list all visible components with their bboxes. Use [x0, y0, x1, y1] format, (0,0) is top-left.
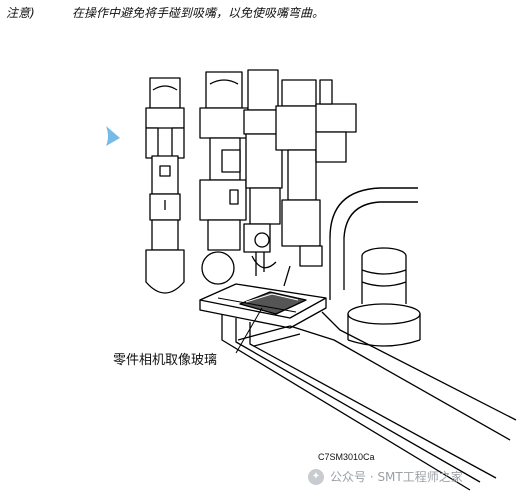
tube-and-cylinder	[329, 187, 421, 347]
note-label: 注意)	[6, 6, 35, 20]
camera-glass-callout: 零件相机取像玻璃	[112, 349, 219, 368]
cursor-pointer-icon	[106, 126, 120, 146]
wechat-official-account-icon: ✦	[308, 468, 324, 485]
middle-left-assembly	[199, 71, 249, 285]
callout-leader-line	[235, 307, 263, 354]
note-text: 在操作中避免将手碰到吸嘴，以免使吸嘴弯曲。	[72, 6, 325, 20]
center-assembly	[243, 69, 285, 276]
camera-glass-plate	[199, 283, 327, 329]
figure-code: C7SM3010Ca	[318, 452, 375, 462]
left-nozzle-assembly	[145, 77, 185, 294]
watermark: ✦ 公众号 · SMT工程师之家	[308, 468, 463, 485]
base-rails	[221, 311, 517, 491]
watermark-text: 公众号 · SMT工程师之家	[330, 470, 463, 484]
right-nozzle-assembly	[275, 79, 357, 287]
